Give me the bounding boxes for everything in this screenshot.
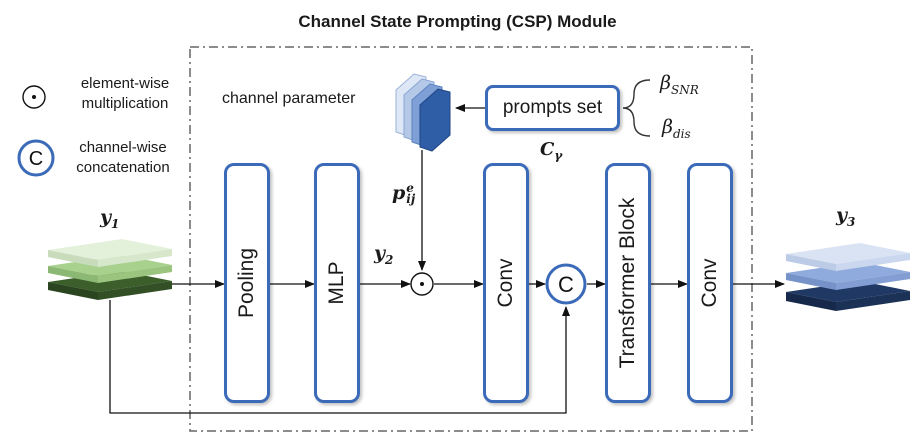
prompts-set-box: prompts set (485, 85, 620, 131)
legend-mult-line2: multiplication (81, 95, 169, 112)
concat-node (545, 263, 587, 305)
channel-parameter-stack (395, 73, 451, 152)
conv2-label: Conv (698, 258, 721, 308)
conv1-label: Conv (494, 258, 517, 308)
feature-stack-y3 (786, 243, 910, 311)
legend-multiplication: element-wise multiplication (60, 74, 190, 114)
beta-snr-label: βSNR (660, 72, 699, 97)
y1-sub: 1 (111, 216, 120, 231)
mlp-label: MLP (325, 261, 348, 305)
concat-node-letter: C (558, 272, 574, 297)
beta-dis-base: β (662, 116, 673, 138)
beta-dis-sub: dis (672, 126, 691, 141)
diagram-title: Channel State Prompting (CSP) Module (298, 12, 617, 31)
y3-sub: 3 (847, 214, 856, 229)
beta-dis-label: βdis (662, 116, 691, 141)
p-sub: ij (406, 192, 416, 206)
transformer-block: Transformer Block (605, 163, 651, 403)
y1-base: y (100, 206, 112, 228)
skip-connection (109, 300, 570, 414)
legend-concat-symbol (17, 139, 55, 177)
y2-base: y (374, 242, 386, 264)
y3-base: y (836, 204, 848, 226)
beta-snr-base: β (660, 72, 671, 94)
prompts-brace (622, 79, 651, 137)
mlp-block: MLP (314, 163, 360, 403)
y1-label: y1 (100, 206, 119, 231)
y2-label: y2 (374, 242, 393, 267)
c-gamma-label: Cγ (540, 139, 562, 163)
pooling-block: Pooling (224, 163, 270, 403)
pooling-label: Pooling (235, 247, 258, 319)
y3-label: y3 (836, 204, 855, 229)
feature-stack-y1 (48, 239, 172, 300)
c-gamma-base: C (540, 139, 555, 160)
transformer-label: Transformer Block (616, 197, 639, 369)
prompts-set-label: prompts set (502, 97, 603, 118)
legend-concatenation: channel-wise concatenation (58, 138, 188, 178)
legend-concat-line2: concatenation (76, 159, 170, 176)
p-sup: e (406, 181, 414, 195)
conv-block-1: Conv (483, 163, 529, 403)
csp-module-border (189, 46, 753, 432)
conv-block-2: Conv (687, 163, 733, 403)
legend-concat-line1: channel-wise (79, 139, 167, 156)
c-gamma-sub: γ (554, 148, 563, 163)
y2-sub: 2 (385, 252, 394, 267)
channel-parameter-label: channel parameter (222, 90, 356, 107)
legend-concat-letter: C (29, 148, 43, 170)
p-base: p (392, 182, 406, 204)
legend-mult-line1: element-wise (80, 75, 170, 92)
beta-snr-sub: SNR (670, 82, 699, 97)
